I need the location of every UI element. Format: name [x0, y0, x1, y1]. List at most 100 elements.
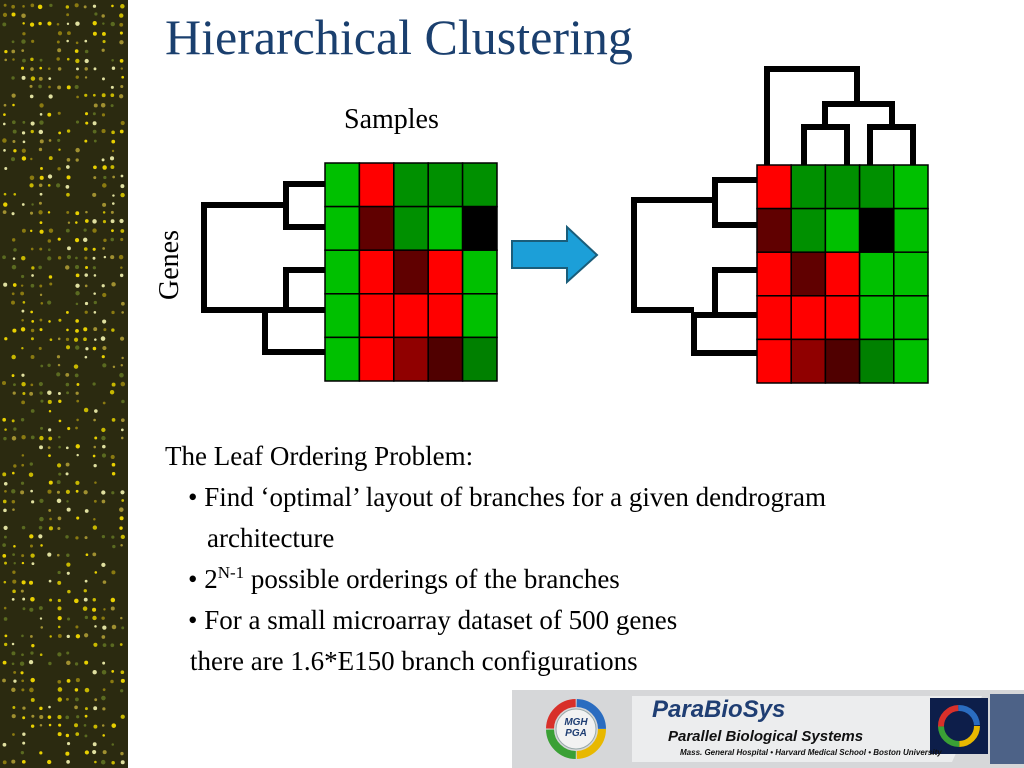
array-dot	[101, 113, 106, 117]
array-dot	[57, 138, 61, 142]
array-dot	[111, 58, 114, 62]
array-dot	[102, 220, 107, 224]
brand-institutions: Mass. General Hospital • Harvard Medical…	[680, 748, 942, 757]
array-dot	[12, 570, 16, 574]
array-dot	[3, 525, 8, 530]
array-dot	[101, 284, 105, 288]
array-dot	[11, 93, 16, 98]
array-dot	[65, 165, 70, 169]
array-dot	[75, 291, 80, 296]
heatmap-left-cell-r1-c2	[393, 205, 429, 251]
array-dot	[21, 13, 26, 18]
array-dot	[66, 742, 71, 746]
heatmap-right-cell-r4-c3	[858, 338, 895, 384]
array-dot	[56, 372, 61, 377]
array-dot	[73, 337, 79, 342]
array-dot	[111, 670, 115, 673]
array-dot	[101, 499, 106, 504]
array-dot	[13, 149, 17, 153]
array-dot	[57, 337, 61, 341]
array-dot	[39, 318, 43, 322]
array-dot	[20, 66, 25, 70]
array-dot	[110, 597, 116, 603]
heatmap-right-cell-r2-c1	[790, 251, 827, 297]
array-dot	[84, 633, 89, 638]
array-dot	[57, 687, 63, 692]
array-dot	[4, 642, 8, 647]
array-dot	[13, 464, 17, 468]
array-dot	[94, 409, 98, 413]
array-dot	[65, 382, 70, 387]
array-dot	[11, 4, 16, 9]
array-dot	[76, 418, 79, 422]
heatmap-left	[324, 162, 498, 382]
heatmap-left-cell-r4-c0	[324, 336, 361, 382]
array-dot	[85, 121, 89, 125]
array-dot	[31, 500, 35, 504]
array-dot	[74, 49, 79, 53]
array-dot	[39, 723, 43, 727]
array-dot	[93, 463, 97, 468]
array-dot	[83, 247, 88, 251]
array-dot	[120, 544, 123, 547]
array-dot	[21, 203, 25, 206]
array-dot	[3, 535, 7, 539]
array-dot	[47, 112, 52, 117]
array-dot	[38, 525, 43, 530]
array-dot	[66, 562, 71, 567]
array-dot	[84, 39, 88, 43]
array-dot	[22, 597, 26, 601]
array-dot	[56, 57, 60, 61]
array-dot	[47, 363, 51, 367]
array-dot	[39, 391, 43, 395]
array-dot	[75, 158, 79, 162]
orderings-base: • 2	[188, 564, 218, 594]
array-dot	[20, 284, 24, 287]
array-dot	[84, 355, 88, 359]
array-dot	[84, 93, 88, 97]
array-dot	[92, 749, 97, 755]
array-dot	[39, 516, 44, 522]
array-dot	[66, 500, 69, 503]
array-dot	[3, 508, 7, 513]
array-dot	[85, 210, 88, 214]
array-dot	[75, 678, 80, 683]
array-dot	[93, 139, 97, 143]
array-dot	[119, 129, 124, 134]
array-dot	[110, 454, 115, 460]
heatmap-left-cell-r3-c1	[358, 293, 395, 339]
array-dot	[103, 255, 107, 259]
array-dot	[111, 202, 115, 205]
gene-dendrogram-right	[631, 177, 757, 356]
heatmap-left-cell-r2-c3	[427, 249, 464, 295]
array-dot	[49, 338, 53, 342]
array-dot	[119, 218, 124, 224]
array-dot	[39, 247, 43, 251]
array-dot	[66, 660, 71, 666]
array-dot	[65, 472, 69, 476]
array-dot	[102, 183, 107, 188]
array-dot	[49, 282, 53, 286]
array-dot	[100, 336, 106, 341]
array-dot	[103, 175, 107, 180]
array-dot	[120, 751, 124, 756]
array-dot	[31, 274, 34, 277]
array-dot	[92, 129, 97, 134]
heatmap-right-cell-r1-c3	[858, 207, 895, 253]
array-dot	[119, 59, 124, 63]
array-dot	[110, 21, 115, 27]
array-dot	[21, 131, 26, 135]
array-dot	[56, 553, 60, 557]
array-dot	[76, 399, 80, 403]
array-dot	[28, 472, 34, 477]
array-dot	[11, 354, 16, 360]
array-dot	[21, 463, 25, 467]
heatmap-left-cell-r4-c4	[461, 336, 498, 382]
array-dot	[84, 536, 88, 540]
array-dot	[57, 48, 62, 53]
array-dot	[102, 750, 107, 755]
array-dot	[102, 363, 107, 368]
array-dot	[30, 596, 35, 602]
array-dot	[102, 707, 106, 711]
heatmap-right-cell-r3-c4	[893, 295, 929, 341]
